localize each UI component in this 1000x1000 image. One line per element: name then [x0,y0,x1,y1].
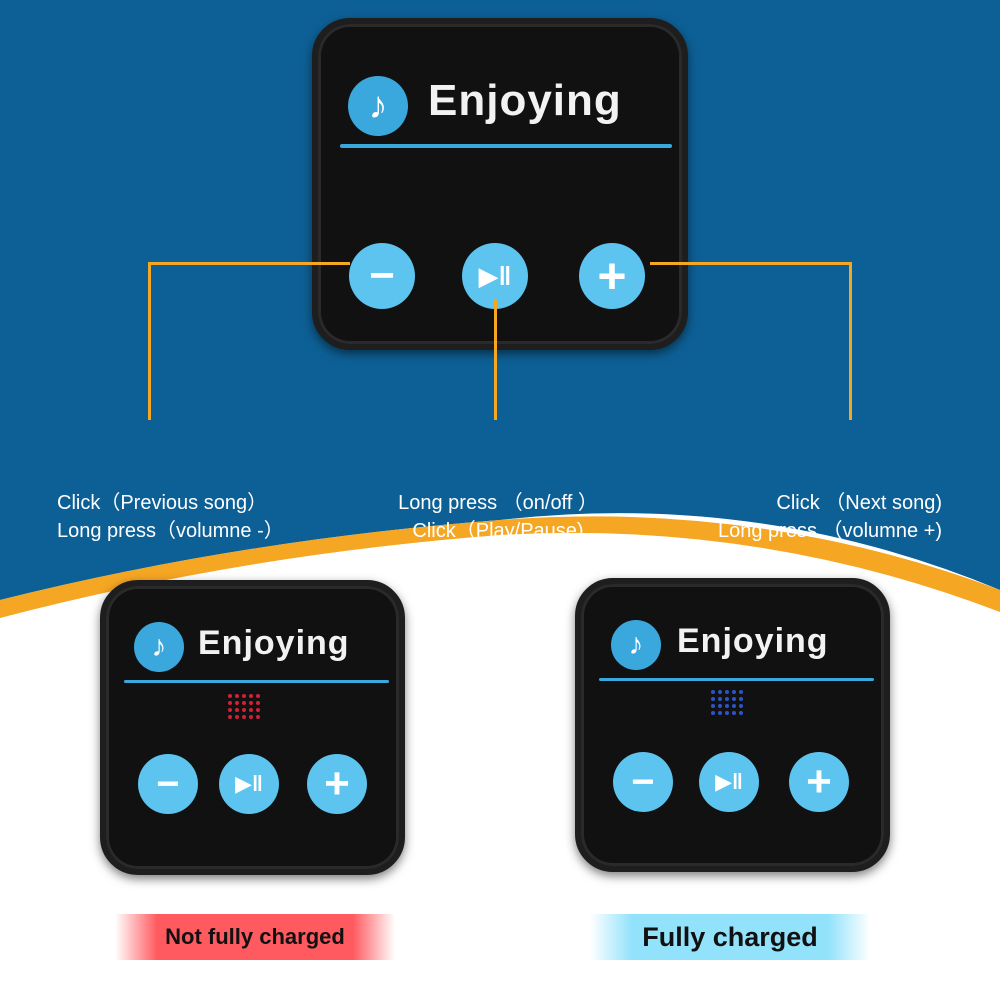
label-previous: Click（Previous song）Long press（volumne -… [57,492,284,542]
music-note-icon: ♪ [134,622,184,672]
led-dot [725,690,729,694]
charging-led-blue [711,690,743,715]
minus-button[interactable]: − [613,752,673,812]
led-dot [711,711,715,715]
led-dot [256,708,260,712]
music-note-icon: ♪ [611,620,661,670]
led-dot [256,694,260,698]
main-patch: ♪ Enjoying − ▶‖ + [312,18,688,350]
caption-not-fully-charged: Not fully charged [115,914,395,960]
led-dot [249,701,253,705]
leader-line-center [494,300,497,420]
charging-led-red [228,694,260,719]
led-dot [228,701,232,705]
led-dot [739,690,743,694]
play-pause-button[interactable]: ▶‖ [462,243,528,309]
led-dot [235,701,239,705]
leader-line-right [849,262,852,420]
led-dot [718,690,722,694]
led-dot [249,708,253,712]
led-dot [718,711,722,715]
led-dot [725,711,729,715]
play-pause-button[interactable]: ▶‖ [699,752,759,812]
led-dot [235,715,239,719]
led-dot [725,697,729,701]
led-dot [235,694,239,698]
led-dot [249,715,253,719]
patch-title: Enjoying [428,76,622,125]
led-dot [739,704,743,708]
label-next: Click （Next song)Long press （volumne +) [717,492,942,542]
led-dot [235,708,239,712]
led-dot [256,715,260,719]
led-dot [732,711,736,715]
led-dot [718,697,722,701]
leader-line-left [148,262,151,420]
led-dot [228,694,232,698]
patch-fully-charged: ♪ Enjoying − ▶‖ + [575,578,890,872]
led-dot [739,711,743,715]
plus-button[interactable]: + [789,752,849,812]
led-dot [718,704,722,708]
led-dot [732,704,736,708]
led-dot [732,697,736,701]
patch-title: Enjoying [677,622,829,660]
play-pause-button[interactable]: ▶‖ [219,754,279,814]
plus-button[interactable]: + [307,754,367,814]
leader-line-right [650,262,852,265]
led-dot [242,708,246,712]
led-dot [242,715,246,719]
minus-button[interactable]: − [138,754,198,814]
led-dot [242,694,246,698]
led-dot [711,690,715,694]
led-dot [725,704,729,708]
led-dot [711,697,715,701]
music-note-icon: ♪ [348,76,408,136]
led-dot [249,694,253,698]
patch-title: Enjoying [198,624,350,662]
title-underline [340,144,672,148]
led-dot [256,701,260,705]
led-dot [228,708,232,712]
led-dot [228,715,232,719]
plus-button[interactable]: + [579,243,645,309]
led-dot [739,697,743,701]
led-dot [711,704,715,708]
label-play: Long press （on/off ）Click（Play/Pause) [398,492,598,542]
caption-fully-charged: Fully charged [590,914,870,960]
led-dot [732,690,736,694]
leader-line-left [148,262,350,265]
title-underline [124,680,389,683]
led-dot [242,701,246,705]
patch-not-charged: ♪ Enjoying − ▶‖ + [100,580,405,875]
title-underline [599,678,874,681]
minus-button[interactable]: − [349,243,415,309]
